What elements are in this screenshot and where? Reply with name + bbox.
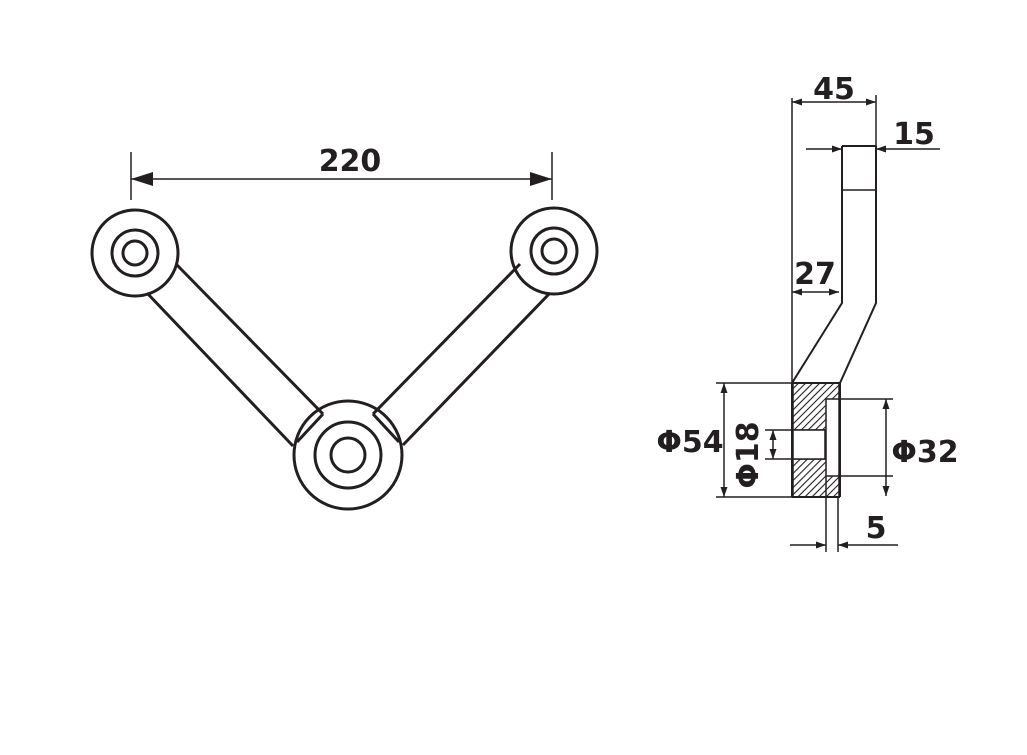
left-arm-edge-outer — [145, 291, 295, 448]
left-boss-middle — [110, 228, 160, 278]
boss-diameter-label: Φ32 — [891, 435, 958, 470]
left-arm-joint — [295, 412, 325, 444]
left-boss-hole — [121, 239, 149, 267]
tab-outline-inner — [791, 146, 843, 384]
outer-diameter-label: Φ54 — [656, 425, 723, 460]
depth-dimension-label: 45 — [813, 72, 855, 107]
right-arm-edge-inner — [371, 262, 522, 416]
boss-recess — [825, 398, 840, 477]
center-boss-hole — [329, 436, 367, 474]
right-boss-hole — [540, 237, 568, 265]
left-boss-outer — [90, 208, 180, 298]
right-arm-edge-outer — [401, 291, 552, 447]
span-dimension-label: 220 — [319, 144, 382, 179]
front-view: 220 — [90, 144, 599, 511]
right-arm-joint — [371, 412, 401, 444]
right-boss-middle — [529, 226, 579, 276]
tab-width-label: 15 — [893, 117, 935, 152]
center-boss-outer — [292, 399, 404, 511]
right-boss-outer — [509, 206, 599, 296]
tab-outline-outer — [839, 146, 877, 497]
hole-diameter-label: Φ18 — [731, 421, 766, 488]
center-boss-middle — [313, 420, 383, 490]
center-bore — [792, 429, 826, 460]
offset-dimension-label: 27 — [794, 257, 836, 292]
side-view: 45 15 27 Φ54 Φ18 Φ32 5 — [656, 72, 959, 552]
left-arm-edge-inner — [175, 263, 325, 416]
plate-gap-label: 5 — [866, 511, 887, 546]
